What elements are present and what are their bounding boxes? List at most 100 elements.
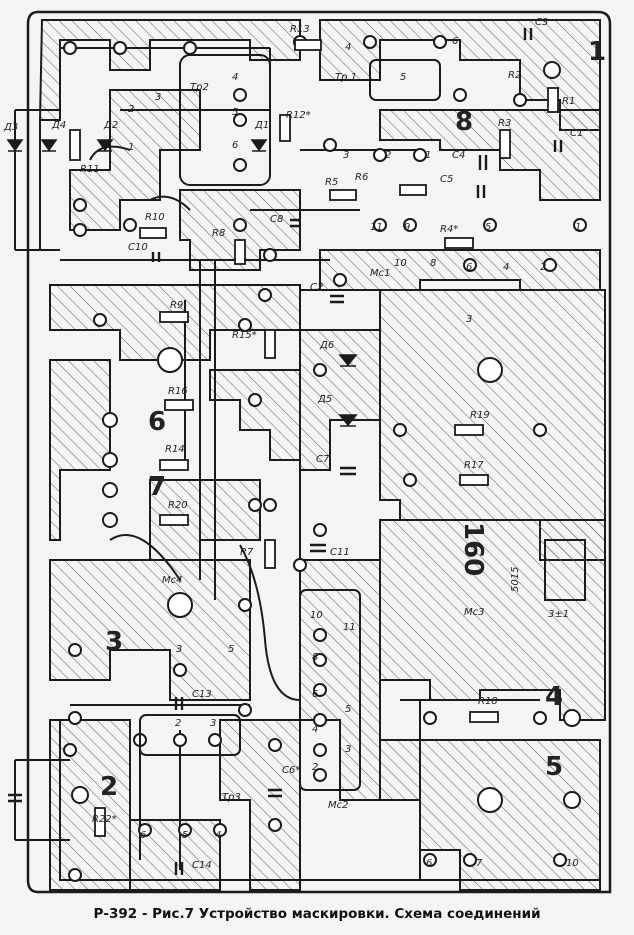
- pin-4-tp3: 4: [215, 830, 221, 841]
- label-c2: C2: [310, 282, 323, 293]
- board-outline: [26, 10, 612, 894]
- label-r6: R6: [355, 172, 368, 183]
- label-r4: R4*: [440, 224, 458, 235]
- pads: [63, 35, 587, 882]
- resistor-symbols: [69, 39, 559, 837]
- region-5: 5: [545, 752, 563, 782]
- label-d5: Д5: [317, 394, 332, 405]
- label-r22: R22*: [92, 814, 117, 825]
- pin-6-mc1: 6: [466, 262, 472, 273]
- pin-3-mc4: 3: [176, 644, 182, 655]
- label-r12: R12*: [286, 110, 311, 121]
- pin-2-mc1: 2: [540, 262, 546, 273]
- label-mc1: Мс1: [370, 268, 391, 279]
- label-mc2: Мс2: [328, 800, 349, 811]
- label-r3: R3: [498, 118, 511, 129]
- pin-5-tp2: 5: [232, 107, 238, 118]
- pin-4-tp2: 4: [232, 72, 238, 83]
- pin-3-mid: 3: [343, 150, 349, 161]
- pin-5-top: 5: [400, 72, 406, 83]
- region-2: 2: [100, 772, 118, 802]
- pin-8-mc1: 8: [430, 258, 436, 269]
- label-c5: C5: [440, 174, 453, 185]
- pin-3-mc3: 3: [466, 314, 472, 325]
- label-r8: R8: [212, 228, 225, 239]
- pin-11-mc1: 11: [370, 222, 383, 233]
- label-r7: R7: [240, 547, 254, 558]
- pin-6-mc2: 6: [312, 689, 318, 700]
- label-mc3: Мс3: [464, 607, 485, 618]
- label-mc4: Мс4: [162, 575, 183, 586]
- pin-3-mc2: 3: [345, 744, 351, 755]
- pin-10-bottom: 10: [566, 858, 579, 869]
- pin-4-mc2: 4: [312, 724, 318, 735]
- label-c3: C3: [535, 17, 548, 28]
- region-1: 1: [588, 37, 606, 67]
- label-d6: Д6: [319, 340, 334, 351]
- label-d2: Д2: [103, 120, 118, 131]
- label-r17: R17: [464, 460, 484, 471]
- label-c10: C10: [128, 242, 148, 253]
- pin-6-tp2: 6: [232, 140, 238, 151]
- component-labels: R13 R12* R11 R10 R9 R8 R7 R5 R6 R4* R3 R…: [3, 17, 583, 871]
- capacitor-symbols: [8, 28, 563, 875]
- label-c13: C13: [192, 689, 212, 700]
- region-3: 3: [105, 627, 123, 657]
- region-160: 160: [458, 522, 488, 576]
- label-r1: R1: [562, 96, 575, 107]
- label-d4: Д4: [51, 120, 66, 131]
- pin-8-mc2: 8: [312, 652, 318, 663]
- label-r13: R13: [290, 24, 310, 35]
- label-note-5015: 5015: [510, 567, 521, 592]
- label-d3: Д3: [3, 122, 18, 133]
- figure-caption: Р-392 - Рис.7 Устройство маскировки. Схе…: [93, 906, 541, 922]
- label-c1: C1: [570, 128, 583, 139]
- label-r16: R16: [168, 386, 188, 397]
- label-r2: R2: [508, 70, 521, 81]
- label-c7: C7: [316, 454, 330, 465]
- label-r11: R11: [80, 164, 100, 175]
- label-d1: Д1: [254, 120, 269, 131]
- label-c6: C6*: [282, 765, 300, 776]
- pin-10-mc1: 10: [394, 258, 407, 269]
- label-r20: R20: [168, 500, 188, 511]
- region-6: 6: [148, 407, 166, 437]
- label-tp2: Тр2: [190, 82, 209, 93]
- pin-4-top: 4: [345, 42, 351, 53]
- region-8: 8: [455, 107, 473, 137]
- circuit-board-diagram: 1 2 3 4 5 6 7 8 160 R13 R12* R11 R10 R9 …: [3, 10, 612, 894]
- label-r18: R18: [478, 696, 498, 707]
- label-c4: C4: [452, 150, 465, 161]
- label-r10: R10: [145, 212, 165, 223]
- pin-6-bottom: 6: [426, 858, 432, 869]
- pin-1-tp2: 1: [128, 142, 134, 153]
- label-r19: R19: [470, 410, 490, 421]
- label-r9: R9: [170, 300, 183, 311]
- pin-11-mc2: 11: [343, 622, 356, 633]
- pin-2-mid: 2: [385, 150, 391, 161]
- region-7: 7: [148, 472, 166, 502]
- pin-3-tp2: 3: [155, 92, 161, 103]
- pin-1-mc1: 1: [575, 222, 581, 233]
- region-4: 4: [545, 682, 563, 712]
- pin-2-tp2: 2: [128, 104, 134, 115]
- pin-numbers: 4 6 5 2 3 1 4 5 6 3 2 1 11 9 10 8 6 5 4 …: [128, 36, 581, 869]
- pin-7-bottom: 7: [476, 858, 483, 869]
- label-r15: R15*: [232, 330, 257, 341]
- pin-9-mc1: 9: [404, 222, 410, 233]
- region-numerals: 1 2 3 4 5 6 7 8 160: [100, 37, 606, 802]
- pin-5-tp3: 5: [182, 830, 188, 841]
- pin-2-mc2: 2: [312, 762, 318, 773]
- pin-5-mc1: 5: [485, 222, 491, 233]
- pin-3-tp3: 3: [210, 718, 216, 729]
- label-r14: R14: [165, 444, 185, 455]
- label-note-3pm1: 3±1: [548, 609, 569, 620]
- pin-10-mc2: 10: [310, 610, 323, 621]
- label-r5: R5: [325, 177, 338, 188]
- pin-4-mc1: 4: [503, 262, 509, 273]
- diode-symbols: [6, 139, 358, 427]
- pin-6-tp3: 6: [140, 830, 146, 841]
- pin-2-tp3: 2: [175, 718, 181, 729]
- pin-5-mc4: 5: [228, 644, 234, 655]
- pin-5-mc2: 5: [345, 704, 351, 715]
